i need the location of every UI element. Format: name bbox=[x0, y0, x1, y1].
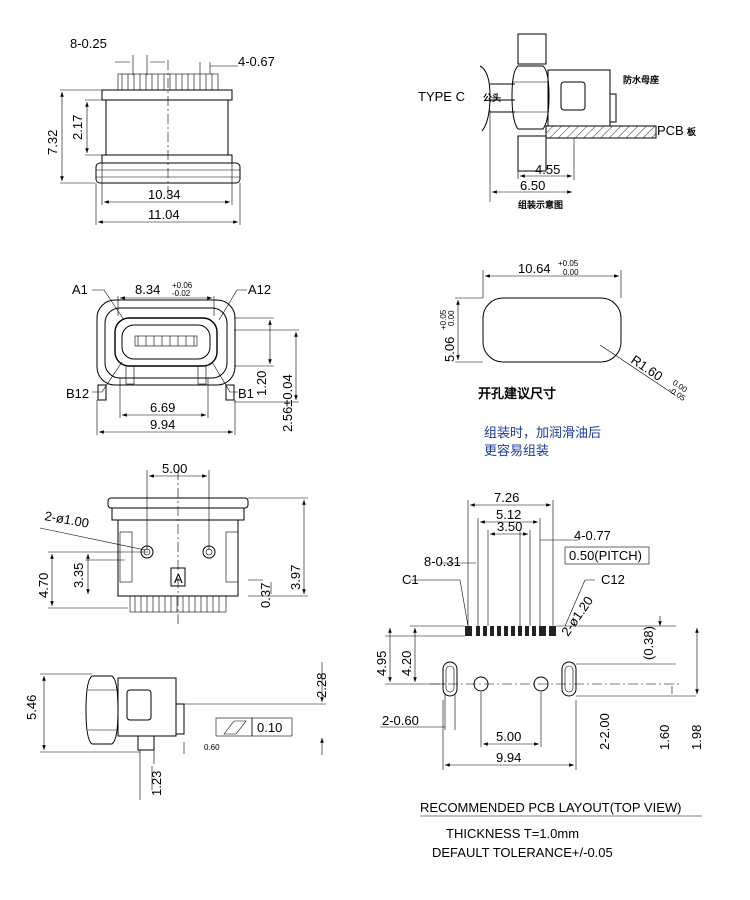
cutout-radius: R1.60 bbox=[628, 352, 665, 384]
dim-2-56: 2.56±0.04 bbox=[280, 374, 295, 432]
dim-5-46: 5.46 bbox=[24, 695, 39, 720]
pcb-dim-1-60: 1.60 bbox=[657, 725, 672, 750]
assembly-view: TYPE C 公头 防水母座 PCB 板 4.55 6.50 组装示意图 bbox=[418, 33, 697, 210]
dim-post-spacing: 5.00 bbox=[162, 461, 187, 476]
dim-6-50: 6.50 bbox=[520, 178, 545, 193]
dim-6-69: 6.69 bbox=[150, 400, 175, 415]
dim-pin-pitch: 4-0.67 bbox=[238, 54, 275, 69]
pcb-dim-4-20: 4.20 bbox=[399, 651, 414, 676]
flatness-value: 0.10 bbox=[257, 720, 282, 735]
male-plug-label: 公头 bbox=[483, 92, 501, 103]
pcb-pin-width: 8-0.31 bbox=[424, 554, 461, 569]
dim-post-dia: 2-ø1.00 bbox=[43, 508, 90, 531]
smt-pads bbox=[465, 626, 556, 636]
opening-tol-lower: -0.02 bbox=[172, 289, 191, 298]
dim-0-60: 0.60 bbox=[204, 743, 220, 752]
dim-pin-width: 8-0.25 bbox=[70, 36, 107, 51]
assembly-caption: 组装示意图 bbox=[518, 199, 563, 210]
pcb-dim-5-00: 5.00 bbox=[496, 729, 521, 744]
pcb-dim-4-95: 4.95 bbox=[374, 651, 389, 676]
dim-1-20: 1.20 bbox=[254, 371, 269, 396]
dim-opening-width: 8.34 bbox=[135, 282, 160, 297]
pcb-dim-5-12: 5.12 bbox=[496, 507, 521, 522]
layout-title: RECOMMENDED PCB LAYOUT(TOP VIEW) bbox=[420, 800, 681, 815]
pcb-pad-width: 4-0.77 bbox=[574, 528, 611, 543]
cutout-height-tol-upper: +0.05 bbox=[439, 309, 448, 330]
dim-2-28: 2.28 bbox=[314, 673, 329, 698]
pin-b12-label: B12 bbox=[66, 386, 89, 401]
pcb-dim-0-38: (0.38) bbox=[641, 626, 656, 660]
panel-cutout-view: 10.64 +0.05 0.00 5.06 +0.05 0.00 R1.60 0… bbox=[439, 259, 689, 458]
dim-1-23: 1.23 bbox=[149, 771, 164, 796]
pcb-suffix: 板 bbox=[687, 126, 697, 137]
pcb-dim-1-98: 1.98 bbox=[689, 725, 704, 750]
orientation-mark: A bbox=[174, 571, 183, 586]
cutout-caption: 开孔建议尺寸 bbox=[478, 386, 556, 401]
pcb-slot-width: 2-0.60 bbox=[382, 713, 419, 728]
pin-a1-label: A1 bbox=[72, 282, 88, 297]
assembly-note-line2: 更容易组装 bbox=[484, 443, 549, 458]
cutout-height: 5.06 bbox=[442, 337, 457, 362]
dim-4-70: 4.70 bbox=[36, 573, 51, 598]
pcb-dim-7-26: 7.26 bbox=[494, 490, 519, 505]
top-view: A 5.00 2-ø1.00 4.70 3.35 0.37 3.97 bbox=[36, 461, 308, 625]
cutout-width: 10.64 bbox=[518, 261, 551, 276]
tolerance-note: DEFAULT TOLERANCE+/-0.05 bbox=[432, 845, 613, 860]
pcb-dim-3-50: 3.50 bbox=[497, 519, 522, 534]
dim-3-97: 3.97 bbox=[288, 565, 303, 590]
front-view: 8-0.25 4-0.67 7.32 2.17 10.34 11.04 bbox=[45, 36, 275, 225]
cutout-width-tol-lower: 0.00 bbox=[563, 268, 579, 277]
dim-width-outer: 11.04 bbox=[148, 207, 180, 222]
pcb-pitch: 0.50(PITCH) bbox=[569, 548, 642, 563]
mating-face-view: A1 8.34 +0.06 -0.02 A12 B12 B1 1.20 2.56… bbox=[66, 281, 299, 435]
pcb-dim-9-94: 9.94 bbox=[496, 750, 521, 765]
receptacle-label: 防水母座 bbox=[623, 74, 659, 85]
cutout-width-tol-upper: +0.05 bbox=[558, 259, 579, 268]
dim-4-55: 4.55 bbox=[535, 162, 560, 177]
thickness-note: THICKNESS T=1.0mm bbox=[446, 826, 579, 841]
dim-0-37: 0.37 bbox=[258, 583, 273, 608]
dim-9-94: 9.94 bbox=[150, 417, 175, 432]
dim-height-shell: 2.17 bbox=[70, 115, 85, 140]
notes: RECOMMENDED PCB LAYOUT(TOP VIEW) THICKNE… bbox=[420, 800, 702, 860]
pin-a12-label: A12 bbox=[248, 282, 271, 297]
pcb-c12-label: C12 bbox=[601, 572, 625, 587]
pcb-slot-length: 2-2.00 bbox=[597, 713, 612, 750]
pcb-hole-dia: 2-ø1.20 bbox=[558, 593, 596, 638]
type-c-label: TYPE C bbox=[418, 89, 465, 104]
side-view: 5.46 2.28 0.10 0.60 1.23 bbox=[24, 662, 329, 800]
opening-tol-upper: +0.06 bbox=[172, 281, 193, 290]
dim-3-35: 3.35 bbox=[71, 563, 86, 588]
cutout-height-tol-lower: 0.00 bbox=[447, 310, 456, 326]
assembly-note-line1: 组装时，加润滑油后 bbox=[484, 425, 601, 440]
dim-width-inner: 10.34 bbox=[148, 187, 181, 202]
pcb-layout-view: 7.26 5.12 3.50 4-0.77 0.50(PITCH) 8-0.31… bbox=[374, 490, 704, 770]
pcb-c1-label: C1 bbox=[402, 572, 419, 587]
pcb-label: PCB bbox=[657, 123, 684, 138]
pin-b1-label: B1 bbox=[238, 386, 254, 401]
dim-height-total: 7.32 bbox=[45, 130, 60, 155]
